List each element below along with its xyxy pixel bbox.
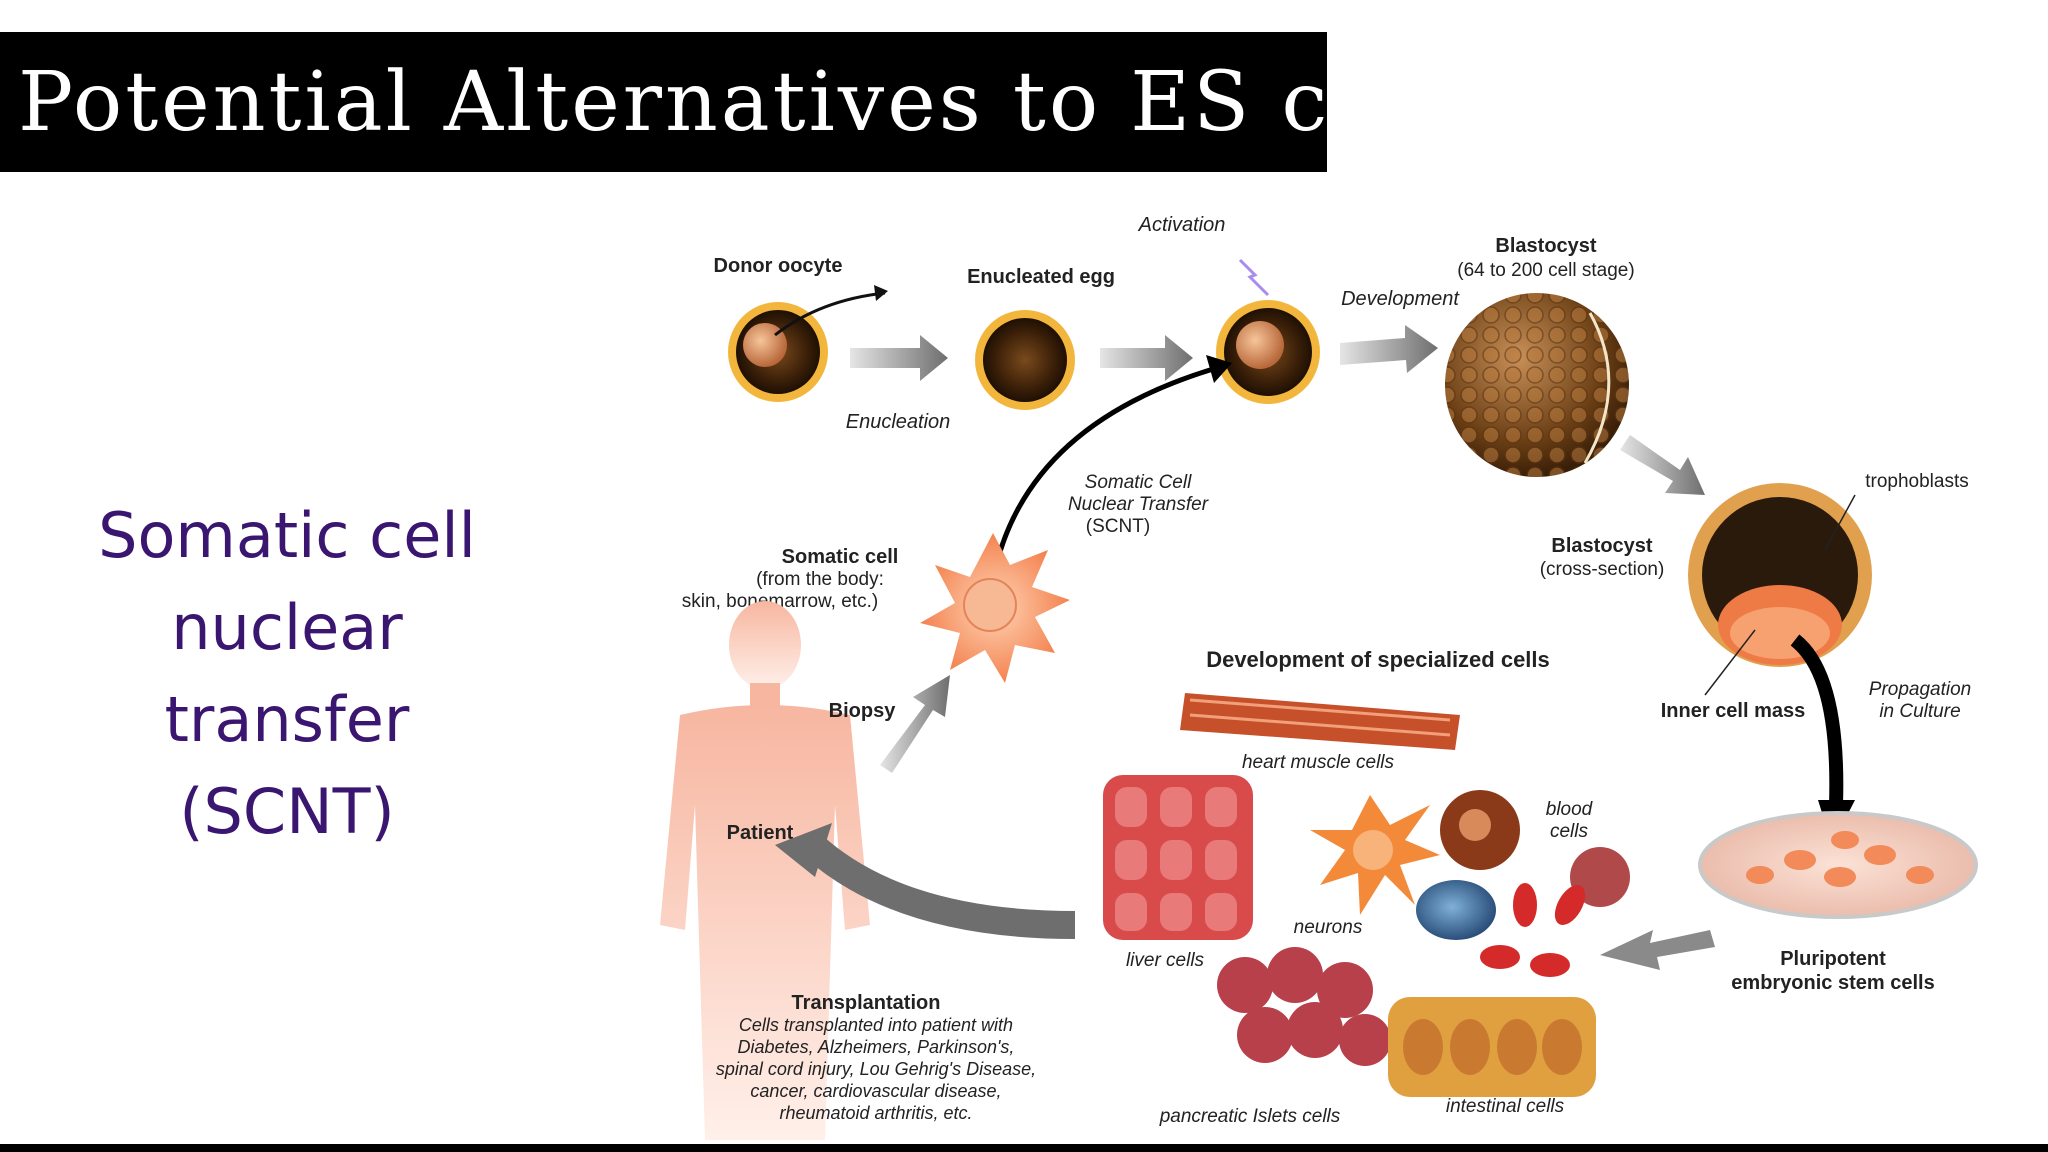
trophoblasts-label: trophoblasts [1865, 471, 1969, 492]
scnt-arrow [989, 355, 1232, 586]
pancreatic-islets-cells [1217, 947, 1391, 1066]
dev-specialized-title: Development of specialized cells [1206, 647, 1550, 672]
slide-subtitle: Somatic cell nuclear transfer (SCNT) [62, 490, 512, 858]
transplantation-detail: rheumatoid arthritis, etc. [779, 1103, 972, 1123]
transplantation-label: Transplantation [792, 992, 941, 1014]
pancreatic-label: pancreatic Islets cells [1159, 1106, 1341, 1127]
subtitle-line: Somatic cell [98, 499, 476, 572]
lightning-icon [1238, 258, 1270, 297]
blastocyst-cross-section [1688, 483, 1872, 667]
biopsy-arrow [880, 675, 950, 773]
pluripotent-label: embryonic stem cells [1731, 972, 1934, 994]
patient-silhouette [660, 601, 870, 1140]
liver-cells [1103, 775, 1253, 940]
propagation-label: Propagation [1869, 679, 1971, 700]
donor-oocyte-label: Donor oocyte [714, 255, 843, 277]
blood-cells [1416, 790, 1630, 977]
petri-dish [1698, 811, 1978, 919]
subtitle-line: transfer [164, 683, 410, 756]
blood-cells-label: blood [1546, 799, 1594, 820]
slide-title: Potential Alternatives to ES cells [18, 54, 1486, 150]
patient-label: Patient [727, 822, 794, 844]
transplantation-detail: Cells transplanted into patient with [739, 1015, 1013, 1035]
scnt-label: Somatic Cell [1085, 472, 1192, 493]
transplantation-detail: cancer, cardiovascular disease, [750, 1081, 1001, 1101]
inner-cell-mass-pointer [1704, 629, 1756, 696]
blastocyst-label: Blastocyst [1495, 235, 1596, 257]
development-arrow [1340, 325, 1438, 373]
somatic-cell-sublabel: (from the body: [756, 569, 884, 590]
blastocyst-cs-sublabel: (cross-section) [1540, 559, 1665, 580]
neuron-cell [1310, 795, 1440, 915]
somatic-cell-label: Somatic cell [782, 546, 899, 568]
intestinal-cells [1388, 997, 1596, 1097]
propagation-label: in Culture [1879, 701, 1960, 722]
fusion-arrow [1100, 335, 1193, 381]
liver-label: liver cells [1126, 950, 1205, 971]
activation-label: Activation [1138, 214, 1226, 236]
activated-egg [1216, 258, 1320, 404]
enucleated-egg [975, 310, 1075, 410]
donor-oocyte [728, 285, 888, 402]
blastocyst-arrow [1620, 435, 1705, 495]
inner-cell-mass-label: Inner cell mass [1661, 700, 1806, 722]
blastocyst-sublabel: (64 to 200 cell stage) [1457, 260, 1634, 281]
subtitle-line: (SCNT) [179, 775, 395, 848]
bottom-bar [0, 1144, 2048, 1152]
somatic-cell [920, 533, 1070, 683]
title-bar: Potential Alternatives to ES cells [0, 32, 1482, 172]
enucleated-egg-label: Enucleated egg [967, 266, 1115, 288]
heart-muscle-label: heart muscle cells [1242, 752, 1395, 773]
scnt-label: (SCNT) [1086, 516, 1150, 537]
biopsy-label: Biopsy [829, 700, 897, 722]
somatic-cell-sublabel: skin, bonemarrow, etc.) [682, 591, 878, 612]
scnt-diagram: Donor oocyte Enucleation Enucleated egg … [660, 214, 1978, 1140]
intestinal-label: intestinal cells [1446, 1096, 1565, 1117]
blood-cells-label: cells [1550, 821, 1589, 842]
blastocyst-cs-label: Blastocyst [1551, 535, 1652, 557]
pluripotent-label: Pluripotent [1780, 948, 1886, 970]
differentiation-arrow [1600, 930, 1715, 970]
transplantation-arrow [775, 823, 1076, 939]
blastocyst [1445, 293, 1629, 477]
scnt-label: Nuclear Transfer [1068, 494, 1209, 515]
neurons-label: neurons [1294, 917, 1363, 938]
development-label: Development [1341, 288, 1460, 310]
heart-muscle-cells [1180, 693, 1460, 750]
transplantation-detail: Diabetes, Alzheimers, Parkinson's, [738, 1037, 1015, 1057]
subtitle-line: nuclear [171, 591, 403, 664]
enucleation-arrow [850, 335, 948, 381]
trophoblasts-pointer [1824, 494, 1856, 551]
transplantation-detail: spinal cord injury, Lou Gehrig's Disease… [716, 1059, 1036, 1079]
enucleation-label: Enucleation [846, 411, 951, 433]
